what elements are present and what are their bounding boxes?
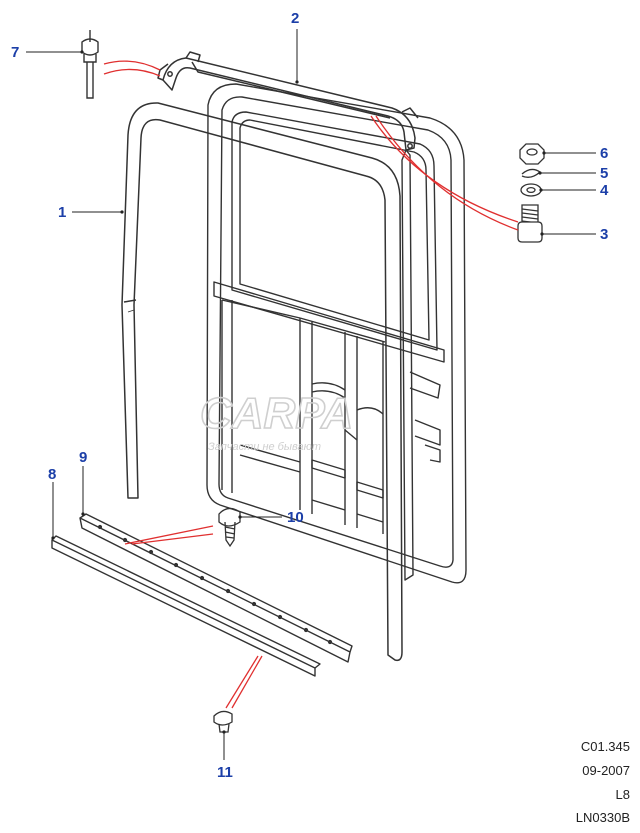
callout-2: 2 bbox=[291, 10, 300, 27]
reference-drawing: LN0330B bbox=[575, 810, 630, 825]
callout-6: 6 bbox=[600, 145, 609, 162]
callout-9: 9 bbox=[79, 449, 88, 466]
bolt-part-3 bbox=[517, 204, 543, 243]
washer-part-4 bbox=[520, 183, 542, 197]
callout-leaders bbox=[26, 29, 596, 760]
watermark-tagline: Запчасти не бывают bbox=[208, 441, 321, 453]
callout-4: 4 bbox=[600, 182, 609, 199]
callout-3: 3 bbox=[600, 226, 609, 243]
callout-10: 10 bbox=[287, 509, 304, 526]
callout-5: 5 bbox=[600, 165, 609, 182]
door-frame bbox=[206, 83, 467, 584]
door-seal-part-1 bbox=[121, 102, 403, 662]
watermark-logo: CARPA bbox=[200, 389, 353, 438]
callout-dots bbox=[51, 50, 546, 734]
reference-block: C01.345 09-2007 L8 LN0330B bbox=[510, 740, 630, 826]
nut-part-6 bbox=[519, 143, 545, 165]
reference-code: C01.345 bbox=[580, 739, 630, 754]
top-rail-part-2 bbox=[157, 51, 419, 151]
screw-part-10 bbox=[218, 507, 241, 548]
callout-11: 11 bbox=[217, 764, 233, 781]
clip-part-11 bbox=[213, 710, 233, 733]
retaining-strip-part-9 bbox=[79, 513, 353, 663]
callout-8: 8 bbox=[48, 466, 57, 483]
reference-model: L8 bbox=[615, 787, 630, 802]
reference-date: 09-2007 bbox=[582, 763, 630, 778]
spring-washer-part-5 bbox=[521, 168, 542, 178]
rivet-part-7 bbox=[81, 30, 99, 99]
lower-strip-part-8 bbox=[51, 535, 321, 677]
callout-7: 7 bbox=[11, 44, 20, 61]
watermark: CARPA Запчасти не бывают bbox=[199, 388, 354, 453]
red-leaders bbox=[103, 60, 519, 709]
callout-1: 1 bbox=[58, 204, 67, 221]
